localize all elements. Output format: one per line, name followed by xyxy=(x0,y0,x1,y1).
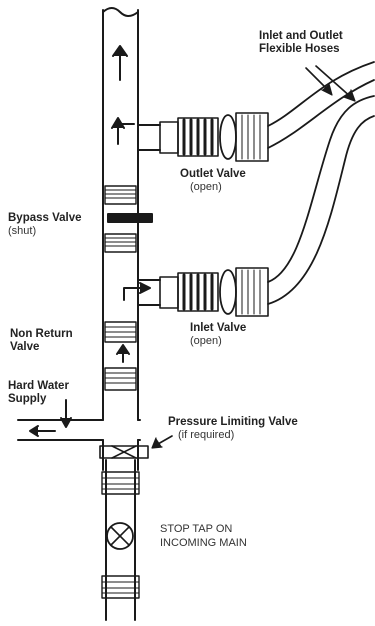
outlet-branch xyxy=(137,124,161,151)
stop-tap-line1: STOP TAP ON xyxy=(160,523,233,535)
outlet-valve-label: Outlet Valve (open) xyxy=(180,168,246,194)
flexible-hoses xyxy=(267,61,375,305)
bypass-valve xyxy=(104,185,153,253)
outlet-valve xyxy=(159,112,269,162)
outlet-valve-name: Outlet Valve xyxy=(180,168,246,180)
inlet-valve-label: Inlet Valve (open) xyxy=(190,322,246,348)
hoses-label-line1: Inlet and Outlet xyxy=(259,30,343,42)
bypass-valve-name: Bypass Valve xyxy=(8,212,82,224)
bypass-valve-label: Bypass Valve (shut) xyxy=(8,212,82,238)
flow-arrow-up-icon xyxy=(112,45,128,81)
inlet-branch xyxy=(123,279,161,306)
non-return-valve xyxy=(104,321,137,391)
stop-tap-label: STOP TAP ON INCOMING MAIN xyxy=(160,522,247,550)
hard-water-supply-label: Hard Water Supply xyxy=(8,380,69,406)
flow-arrow-right-icon xyxy=(111,117,135,145)
lower-pipe xyxy=(101,459,140,621)
pressure-limiting-valve-label: Pressure Limiting Valve (if required) xyxy=(168,416,298,442)
hoses-label: Inlet and Outlet Flexible Hoses xyxy=(259,30,343,56)
hard-water-line1: Hard Water xyxy=(8,380,69,392)
pressure-valve-state: (if required) xyxy=(178,429,235,441)
hoses-label-line2: Flexible Hoses xyxy=(259,43,340,55)
hard-water-line2: Supply xyxy=(8,393,47,405)
hard-water-pipe xyxy=(17,399,141,441)
non-return-valve-label: Non Return Valve xyxy=(10,328,73,354)
inlet-valve-name: Inlet Valve xyxy=(190,322,247,334)
inlet-valve xyxy=(159,267,269,317)
non-return-line1: Non Return xyxy=(10,328,73,340)
bypass-valve-state: (shut) xyxy=(8,225,37,237)
pressure-valve-name: Pressure Limiting Valve xyxy=(168,416,298,428)
inlet-valve-state: (open) xyxy=(190,335,222,347)
hose-pointer-arrows xyxy=(305,65,356,102)
non-return-line2: Valve xyxy=(10,341,40,353)
outlet-valve-state: (open) xyxy=(190,181,222,193)
stop-tap-line2: INCOMING MAIN xyxy=(160,537,247,549)
stop-tap-icon xyxy=(106,522,134,550)
pressure-limiting-valve xyxy=(99,435,173,459)
